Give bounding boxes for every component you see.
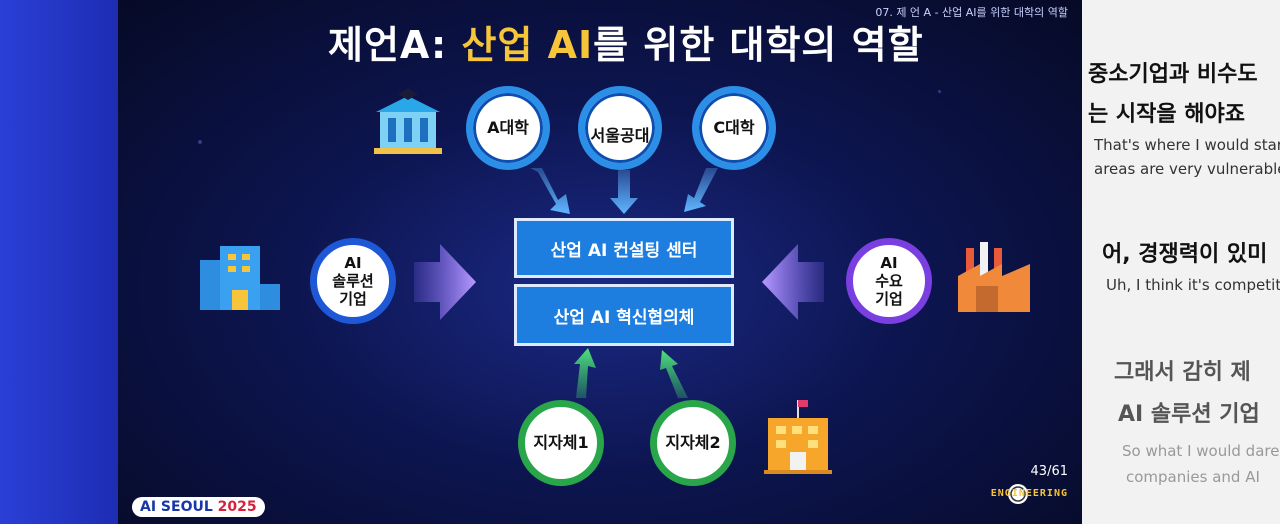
arrow-local1-to-center — [574, 348, 596, 398]
event-year: 2025 — [217, 499, 257, 515]
arrow-local2-to-center — [660, 350, 688, 398]
slide-header: 07. 제 언 A - 산업 AI를 위한 대학의 역할 — [875, 6, 1068, 19]
node-local-government-1: 지자체1 — [518, 400, 604, 486]
arrow-right-to-center — [762, 244, 824, 320]
transcript-en-2: areas are very vulnerable — [1094, 160, 1280, 178]
transcript-ko-1: 중소기업과 비수도 — [1088, 62, 1258, 87]
node-seoul-engineering-label: 서울공대 — [590, 126, 650, 146]
node-c-university: C대학 — [692, 86, 776, 170]
transcript-en-3: Uh, I think it's competiti — [1106, 276, 1280, 294]
transcript-ko-3: 어, 경쟁력이 있미 — [1102, 242, 1268, 267]
center-council-box: 산업 AI 혁신협의체 — [514, 284, 734, 346]
office-building-icon — [200, 246, 280, 310]
node-a-university: A대학 — [466, 86, 550, 170]
node-ai-solution-company: AI 솔루션 기업 — [310, 238, 396, 324]
arrow-c-to-center — [684, 168, 718, 212]
slide-number: 43/61 — [1030, 464, 1068, 479]
title-suffix: 를 위한 대학의 역할 — [593, 23, 924, 67]
center-consulting-box: 산업 AI 컨설팅 센터 — [514, 218, 734, 278]
title-highlight: 산업 AI — [461, 23, 594, 67]
transcript-ko-4: 그래서 감히 제 — [1114, 360, 1251, 385]
transcript-en-1: That's where I would star — [1094, 136, 1280, 154]
node-local-government-2: 지자체2 — [650, 400, 736, 486]
transcript-panel: 중소기업과 비수도 는 시작을 해야죠 That's where I would… — [1082, 0, 1280, 524]
event-badge: AI SEOUL 2025 — [132, 497, 265, 517]
transcript-en-5: companies and AI — [1126, 468, 1260, 486]
presentation-screen: 07. 제 언 A - 산업 AI를 위한 대학의 역할 제언A: 산업 AI를… — [118, 0, 1082, 524]
node-seoul-engineering: 서울공대 — [578, 86, 662, 170]
arrow-a-to-center — [530, 168, 570, 214]
transcript-en-4: So what I would dare — [1122, 442, 1280, 460]
title-prefix: 제언A: — [328, 23, 462, 67]
factory-icon — [958, 242, 1030, 312]
diagram-graphics — [200, 88, 1030, 504]
decor-dot — [938, 90, 941, 93]
event-name: AI SEOUL — [140, 499, 218, 515]
engineering-label: ENGINEERING — [990, 488, 1068, 499]
seal-icon — [1008, 484, 1028, 504]
transcript-ko-2: 는 시작을 해야죠 — [1088, 102, 1245, 127]
transcript-ko-5: AI 솔루션 기업 — [1118, 402, 1260, 427]
arrow-seoul-to-center — [610, 170, 638, 214]
slide-title: 제언A: 산업 AI를 위한 대학의 역할 — [328, 14, 924, 69]
building-flag-icon — [764, 400, 832, 474]
arrow-left-to-center — [414, 244, 476, 320]
university-icon — [374, 88, 442, 154]
node-ai-demand-company: AI 수요 기업 — [846, 238, 932, 324]
decor-dot — [198, 140, 202, 144]
